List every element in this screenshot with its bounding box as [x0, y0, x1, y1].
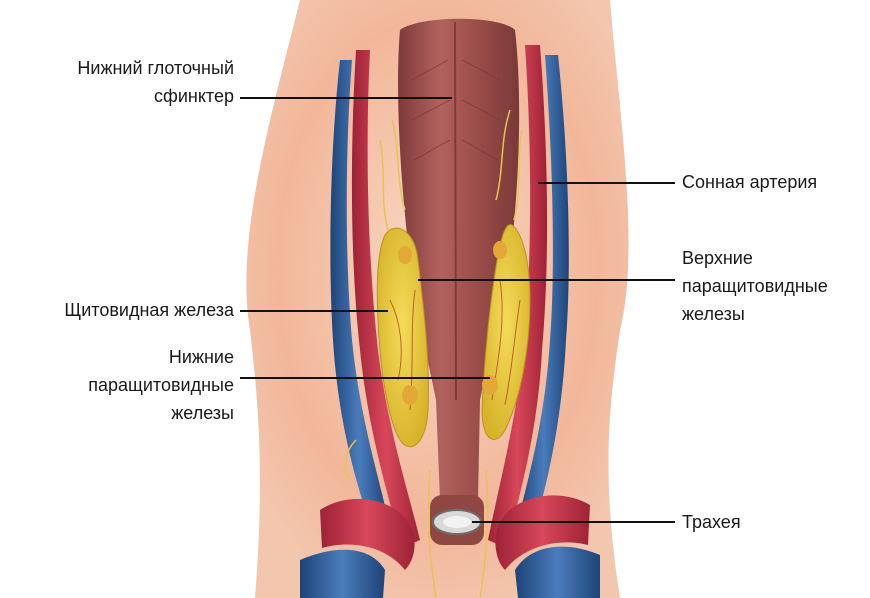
- upper-right-parathyroid: [493, 241, 507, 259]
- label-trachea: Трахея: [682, 508, 741, 536]
- lower-left-parathyroid: [402, 385, 418, 405]
- label-upper-parathyroid: Верхние паращитовидные железы: [682, 244, 828, 328]
- label-line: железы: [88, 399, 234, 427]
- label-line: паращитовидные: [682, 272, 828, 300]
- label-line: Сонная артерия: [682, 168, 817, 196]
- trachea-lumen: [443, 516, 471, 528]
- label-thyroid-gland: Щитовидная железа: [64, 296, 234, 324]
- label-lower-parathyroid: Нижние паращитовидные железы: [88, 343, 234, 427]
- pharynx-midline: [455, 22, 456, 400]
- label-pharyngeal-sphincter: Нижний глоточный сфинктер: [77, 54, 234, 110]
- label-line: Щитовидная железа: [64, 296, 234, 324]
- label-line: сфинктер: [77, 82, 234, 110]
- label-line: Нижний глоточный: [77, 54, 234, 82]
- upper-left-parathyroid: [398, 246, 412, 264]
- label-line: паращитовидные: [88, 371, 234, 399]
- left-lower-vein: [300, 550, 385, 598]
- label-line: Верхние: [682, 244, 828, 272]
- label-line: Трахея: [682, 508, 741, 536]
- label-carotid-artery: Сонная артерия: [682, 168, 817, 196]
- label-line: железы: [682, 300, 828, 328]
- label-line: Нижние: [88, 343, 234, 371]
